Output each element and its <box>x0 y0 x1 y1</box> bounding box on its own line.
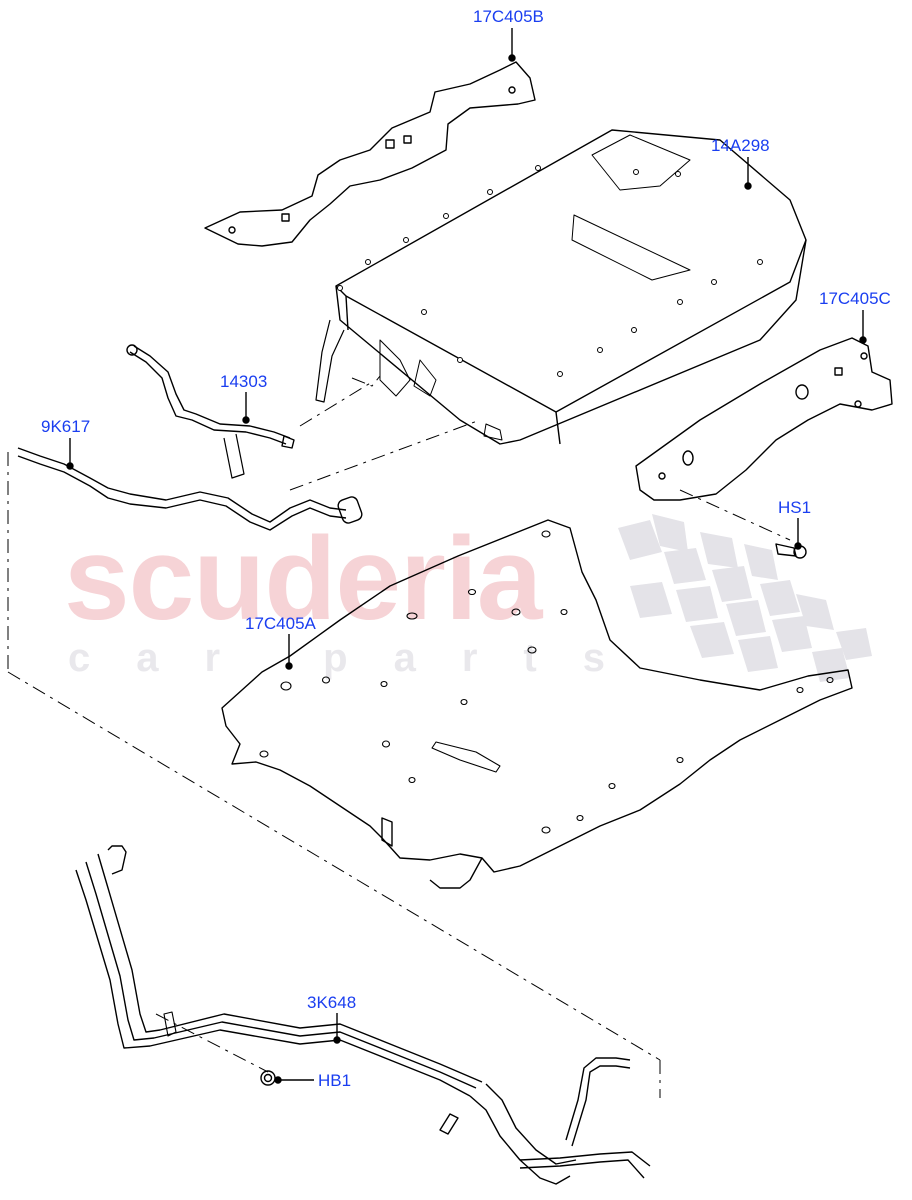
bracket-17C405B <box>204 61 536 247</box>
callout-17C405A[interactable]: 17C405A <box>245 614 316 633</box>
callout-3K648[interactable]: 3K648 <box>307 993 357 1012</box>
nut-HB1 <box>260 1070 276 1086</box>
assembly-lines <box>7 375 791 1098</box>
coolant-hose-9K617 <box>17 447 363 531</box>
ground-cable-14303 <box>126 344 295 479</box>
callout-14A298[interactable]: 14A298 <box>711 136 770 155</box>
callout-9K617[interactable]: 9K617 <box>41 417 91 436</box>
callout-HB1[interactable]: HB1 <box>318 1071 352 1090</box>
coolant-pipes-3K648 <box>75 845 651 1185</box>
support-plate-17C405A <box>221 519 853 889</box>
callout-14303[interactable]: 14303 <box>220 372 268 391</box>
callout-17C405B[interactable]: 17C405B <box>473 7 544 26</box>
inverter-module-14A298 <box>315 129 807 445</box>
bracket-17C405C <box>635 337 893 501</box>
callout-17C405C[interactable]: 17C405C <box>819 289 891 308</box>
leader-lines <box>66 28 867 1084</box>
checker-watermark <box>618 514 872 682</box>
callout-HS1[interactable]: HS1 <box>778 498 812 517</box>
